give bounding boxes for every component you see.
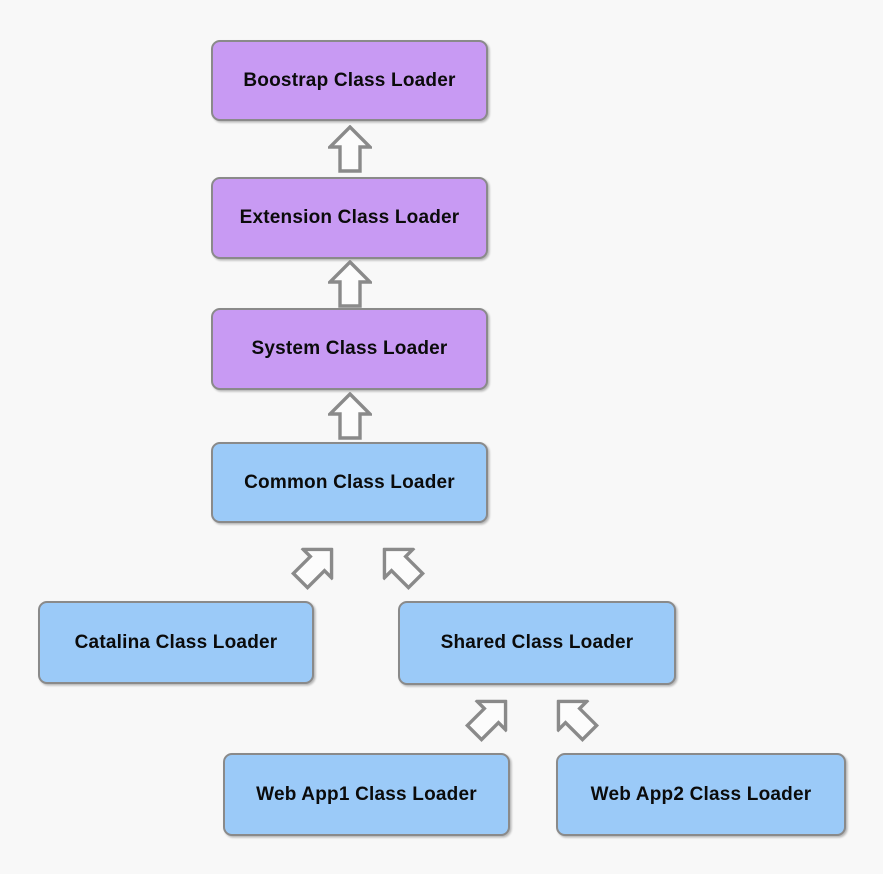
node-label: Common Class Loader [244,471,455,493]
node-web-app1-class-loader: Web App1 Class Loader [223,753,510,836]
node-web-app2-class-loader: Web App2 Class Loader [556,753,846,836]
arrow-catalina-to-common-icon [283,532,348,597]
arrow-system-to-extension-icon [328,260,372,308]
node-label: Catalina Class Loader [74,631,278,653]
node-common-class-loader: Common Class Loader [211,442,488,523]
arrow-common-to-system-icon [328,392,372,440]
node-label: Web App1 Class Loader [256,783,477,805]
arrow-extension-to-bootstrap-icon [328,125,372,173]
arrow-webapp2-to-shared-icon [541,684,606,749]
node-extension-class-loader: Extension Class Loader [211,177,488,259]
node-label: System Class Loader [251,338,448,359]
node-label: Extension Class Loader [239,207,460,228]
arrow-shared-to-common-icon [367,532,432,597]
node-system-class-loader: System Class Loader [211,308,488,390]
arrow-webapp1-to-shared-icon [457,684,522,749]
node-label: Boostrap Class Loader [243,69,456,91]
node-shared-class-loader: Shared Class Loader [398,601,676,685]
node-catalina-class-loader: Catalina Class Loader [38,601,314,684]
node-label: Web App2 Class Loader [590,783,812,805]
node-label: Shared Class Loader [440,632,634,653]
node-bootstrap-class-loader: Boostrap Class Loader [211,40,488,121]
